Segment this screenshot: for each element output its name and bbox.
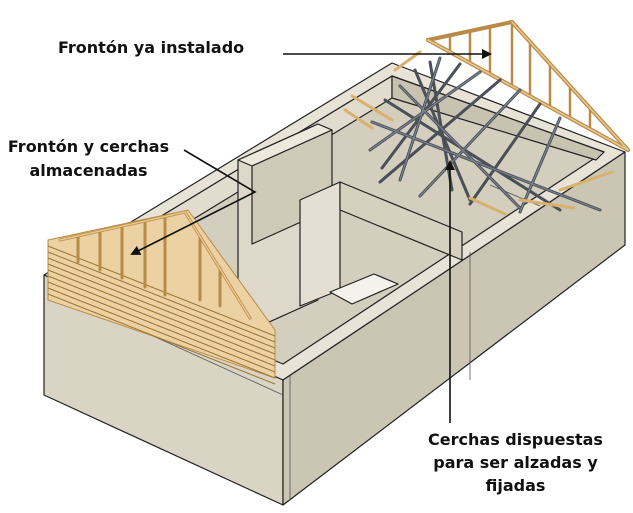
label-stored-gable: Frontón y cerchas almacenadas: [6, 135, 171, 183]
stored-truss-stack: [47, 209, 276, 385]
installed-gable-frame: [426, 20, 630, 152]
label-trusses: Cerchas dispuestas para ser alzadas y fi…: [408, 428, 623, 497]
label-installed-gable: Frontón ya instalado: [58, 38, 244, 58]
label-trusses-line2: para ser alzadas y: [433, 453, 598, 472]
floor-opening: [329, 273, 399, 305]
partition-wall-3: [299, 181, 341, 307]
partition-wall-4: [339, 181, 463, 261]
arrow-stored-gable: [130, 149, 257, 255]
side-wall-face: [282, 151, 626, 506]
label-installed-gable-text: Frontón ya instalado: [58, 38, 245, 57]
label-trusses-line1: Cerchas dispuestas: [428, 430, 603, 449]
annotation-arrows: [130, 49, 492, 423]
label-stored-gable-line2: almacenadas: [29, 161, 148, 180]
label-trusses-line3: fijadas: [485, 476, 546, 495]
label-stored-gable-line1: Frontón y cerchas: [7, 137, 170, 156]
